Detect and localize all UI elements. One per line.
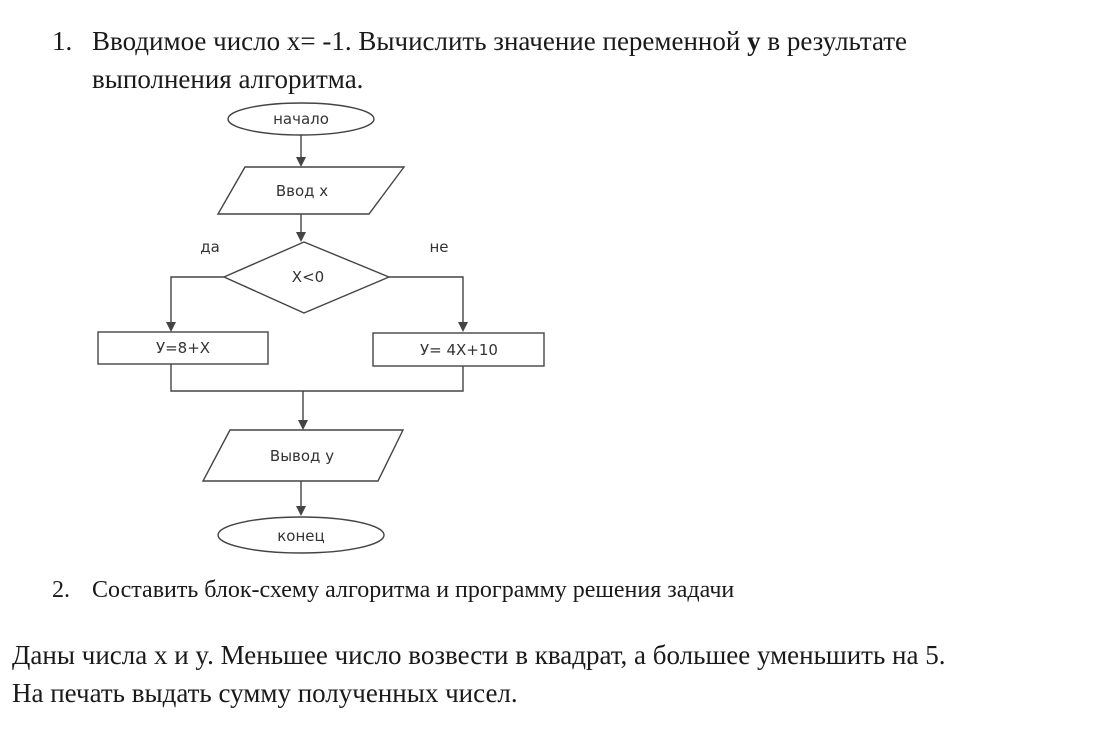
input-block	[216, 166, 406, 215]
condition-diamond	[222, 241, 391, 314]
connector-no-branch	[389, 276, 464, 322]
arrowhead-no-branch	[458, 322, 468, 332]
connector-yes-branch	[170, 276, 224, 322]
no-process-block	[372, 332, 545, 367]
arrowhead-yes-branch	[166, 322, 176, 332]
task-1-line-2: выполнения алгоритма.	[92, 64, 364, 94]
output-block	[201, 429, 405, 482]
task-2: 2. Составить блок-схему алгоритма и прог…	[52, 572, 1052, 608]
problem-line-2: На печать выдать сумму полученных чисел.	[12, 678, 518, 708]
arrowhead-output-end	[296, 506, 306, 516]
yes-process-block	[97, 331, 269, 365]
problem-line-1: Даны числа x и y. Меньшее число возвести…	[12, 640, 946, 670]
yes-process-label: У=8+X	[156, 339, 210, 357]
arrowhead-input-decision	[296, 232, 306, 242]
no-process-label: У= 4X+10	[420, 341, 498, 359]
task-1: 1. Вводимое число x= -1. Вычислить значе…	[52, 22, 1072, 98]
no-branch-label: не	[429, 238, 448, 256]
output-label: Вывод у	[270, 447, 334, 465]
task-2-number: 2.	[52, 577, 70, 603]
end-terminator	[217, 516, 385, 554]
connector-merge	[170, 364, 464, 392]
problem-statement: Даны числа x и y. Меньшее число возвести…	[12, 636, 1088, 712]
start-label: начало	[273, 110, 329, 128]
arrowhead-merge-output	[298, 420, 308, 430]
input-label: Ввод x	[276, 182, 328, 200]
task-1-text-after: в результате	[760, 26, 908, 56]
task-1-text-before: Вводимое число x= -1. Вычислить значение…	[92, 26, 748, 56]
condition-label: X<0	[292, 268, 324, 286]
task-1-number: 1.	[52, 26, 73, 56]
task-2-text: Составить блок-схему алгоритма и програм…	[92, 577, 735, 603]
task-1-text: Вводимое число x= -1. Вычислить значение…	[92, 22, 1072, 98]
arrowhead-start-input	[296, 157, 306, 167]
end-label: конец	[277, 527, 324, 545]
yes-branch-label: да	[200, 238, 220, 256]
task-1-variable: y	[747, 26, 761, 56]
